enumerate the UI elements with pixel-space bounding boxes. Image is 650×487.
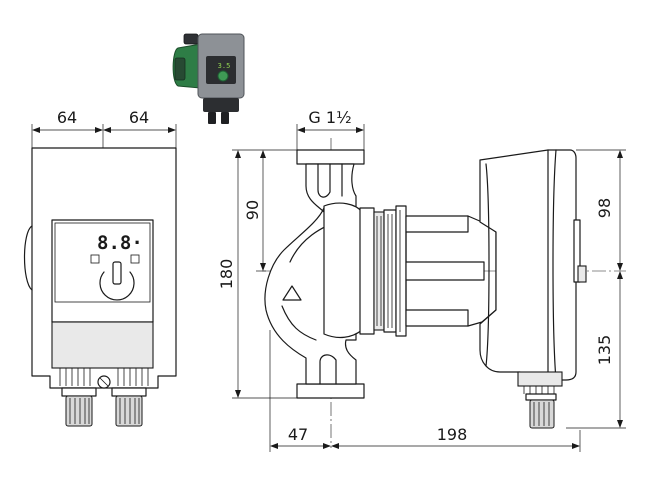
cable-gland-left bbox=[61, 387, 97, 427]
dim-label-thread: G 1½ bbox=[308, 108, 351, 127]
terminal-screw-slot bbox=[99, 377, 109, 387]
led-right bbox=[130, 254, 140, 264]
stator-hatching bbox=[376, 210, 401, 332]
photo-left-flange bbox=[174, 57, 186, 81]
control-knob bbox=[99, 271, 135, 301]
casing-dome bbox=[323, 202, 363, 339]
photo-cable-gland-left bbox=[208, 112, 216, 124]
front-side-hub bbox=[23, 225, 33, 291]
casing-throat-bottom bbox=[319, 354, 337, 385]
side-cable-gland bbox=[525, 393, 557, 429]
dim-label-inlet-offset: 47 bbox=[288, 425, 308, 444]
led-left bbox=[90, 254, 100, 264]
display-readout: 8.8· bbox=[97, 232, 143, 254]
bottom-flange bbox=[296, 383, 365, 399]
electronics-head-cap bbox=[552, 149, 557, 381]
dim-label-width-left: 64 bbox=[57, 108, 77, 127]
side-terminal-box bbox=[517, 371, 563, 387]
casing-volute-lower bbox=[281, 305, 317, 341]
dim-label-top-to-axis: 90 bbox=[243, 200, 262, 220]
photo-cable-box bbox=[203, 98, 239, 112]
side-view: G 1½ bbox=[217, 108, 626, 452]
electronics-curve-top bbox=[485, 163, 490, 367]
rotor-shaft-bottom bbox=[405, 309, 469, 327]
cable-gland-right bbox=[111, 387, 147, 427]
electronics-side-panel bbox=[573, 219, 581, 283]
stator-ring-4 bbox=[395, 205, 407, 337]
dim-label-overall-length: 198 bbox=[437, 425, 468, 444]
photo-lcd-value: 3.5 bbox=[218, 62, 231, 70]
terminal-box bbox=[51, 321, 154, 369]
stator-ring-2 bbox=[373, 211, 385, 331]
stator-ring-1 bbox=[359, 207, 375, 335]
control-module bbox=[51, 219, 154, 323]
dim-label-width-right: 64 bbox=[129, 108, 149, 127]
electronics-connector bbox=[577, 265, 587, 283]
side-terminal-ribs bbox=[523, 386, 555, 394]
rotor-shaft-mid bbox=[405, 261, 485, 281]
rotor-shaft-top bbox=[405, 215, 469, 233]
control-panel-face bbox=[54, 222, 151, 303]
product-photo: 3.5 bbox=[172, 33, 245, 124]
stator-ring-3 bbox=[383, 209, 397, 333]
control-knob-grip bbox=[112, 261, 122, 285]
flow-direction-arrow bbox=[282, 285, 302, 301]
dim-label-axis-to-bottom: 135 bbox=[595, 335, 614, 366]
photo-cable-gland-right bbox=[221, 112, 229, 124]
top-flange bbox=[296, 149, 365, 165]
photo-knob bbox=[217, 70, 229, 82]
dim-label-head-top-to-axis: 98 bbox=[595, 198, 614, 218]
terminal-ribs bbox=[59, 368, 149, 386]
electronics-head bbox=[479, 149, 577, 381]
photo-module-face bbox=[206, 56, 236, 84]
dim-label-overall-height: 180 bbox=[217, 259, 236, 290]
casing-throat-top bbox=[317, 163, 331, 198]
photo-top-flange bbox=[183, 33, 199, 45]
front-view: 64 64 8.8· bbox=[23, 108, 177, 427]
